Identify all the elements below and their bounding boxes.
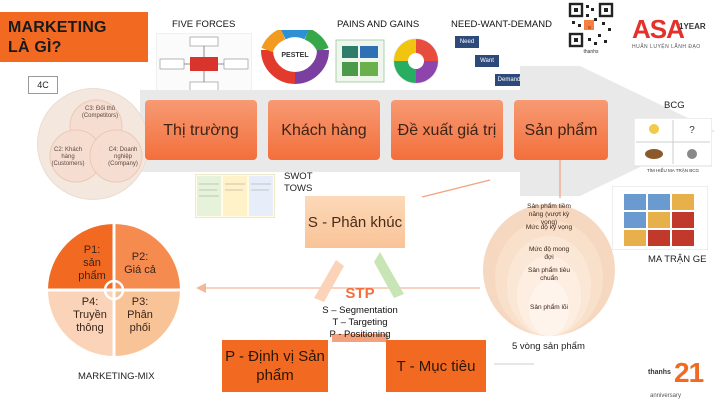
- venn-4c-diagram: [49, 99, 143, 183]
- venn-tag-4c: 4C: [28, 76, 58, 94]
- label-tows: TOWS: [284, 183, 313, 194]
- footer-number: 21: [674, 357, 704, 388]
- stp-line-segmentation: S – Segmentation: [322, 305, 398, 316]
- pestel-label: PESTEL: [281, 52, 309, 59]
- venn-c4-label: C4: Doanh nghiệp (Company): [108, 147, 138, 167]
- footer-sub: anniversary: [650, 393, 682, 399]
- footer-brand: thanhs: [648, 369, 671, 376]
- pains-gains-thumbnail: [335, 38, 439, 84]
- qr-caption: thanhs: [583, 49, 599, 54]
- positioning-box: P - Định vị Sản phẩm: [222, 340, 328, 392]
- asa-logo: ASA: [632, 14, 685, 44]
- ring-label-expected: Mức độ kỳ vọng: [525, 224, 573, 231]
- need-box: Need: [455, 36, 479, 48]
- process-step-customer: Khách hàng: [268, 100, 380, 160]
- stp-line-positioning: P - Positioning: [329, 329, 391, 340]
- need-want-demand-thumbnail: Need Want Demand: [453, 34, 523, 90]
- title-line-2: LÀ GÌ?: [8, 39, 62, 56]
- ring-label-desired: Mức độ mong đợi: [528, 246, 570, 261]
- ring-label-standard: Sản phẩm tiêu chuẩn: [528, 267, 570, 282]
- ge-matrix-thumbnail: [612, 186, 708, 250]
- five-product-rings: [483, 204, 615, 336]
- qr-code-icon: thanhs: [568, 2, 614, 54]
- label-five-forces: FIVE FORCES: [172, 19, 236, 30]
- label-bcg: BCG: [664, 100, 685, 111]
- mix-p1-product: P1: sản phẩm: [78, 244, 106, 282]
- want-box: Want: [475, 55, 499, 67]
- ring-label-potential: Sản phẩm tiềm năng (vượt kỳ vọng): [527, 203, 571, 226]
- asa-logo-suffix: 1YEAR: [679, 22, 706, 31]
- mix-p2-price: P2: Giá cả: [124, 251, 156, 276]
- label-pains-gains: PAINS AND GAINS: [337, 19, 420, 30]
- segmentation-box: S - Phân khúc: [305, 196, 405, 248]
- title-line-1: MARKETING: [8, 19, 107, 36]
- bcg-matrix-thumbnail: ? TÌM HIỂU MA TRẬN BCG: [634, 118, 712, 173]
- stp-title: STP: [345, 285, 375, 302]
- bcg-caption: TÌM HIỂU MA TRẬN BCG: [647, 167, 699, 173]
- venn-c2-label: C2: Khách hàng (Customers): [51, 147, 85, 167]
- process-step-value-proposition: Đề xuất giá trị: [391, 100, 503, 160]
- venn-c3-label: C3: Đối thủ (Competitors): [81, 106, 119, 119]
- label-five-rings: 5 vòng sản phẩm: [512, 341, 585, 352]
- mix-p3-place: P3: Phân phối: [127, 296, 153, 334]
- label-need-want-demand: NEED-WANT-DEMAND: [451, 19, 552, 30]
- asa-tagline: HUẤN LUYỆN LÃNH ĐẠO: [632, 44, 701, 50]
- stp-cycle-arrows: [314, 252, 404, 342]
- swot-thumbnail: [195, 174, 275, 218]
- targeting-box: T - Mục tiêu: [386, 340, 486, 392]
- pestel-wheel: PESTEL: [261, 30, 329, 84]
- label-ge-matrix: MA TRẬN GE: [648, 254, 707, 265]
- label-marketing-mix: MARKETING-MIX: [78, 371, 155, 382]
- label-swot: SWOT: [284, 171, 313, 182]
- svg-text:?: ?: [689, 125, 695, 136]
- mix-p4-promotion: P4: Truyền thông: [73, 296, 107, 334]
- process-step-market: Thị trường: [145, 100, 257, 160]
- demand-box: Demand: [495, 74, 523, 86]
- marketing-mix-circle: [48, 224, 180, 356]
- stp-line-targeting: T – Targeting: [332, 317, 388, 328]
- footer-anniversary-logo: thanhs 21 anniversary: [648, 357, 720, 405]
- page-title-block: MARKETING LÀ GÌ?: [0, 12, 148, 62]
- five-forces-thumbnail: [156, 33, 252, 95]
- ring-label-core: Sản phẩm lõi: [530, 304, 568, 311]
- process-step-product: Sản phẩm: [514, 100, 608, 160]
